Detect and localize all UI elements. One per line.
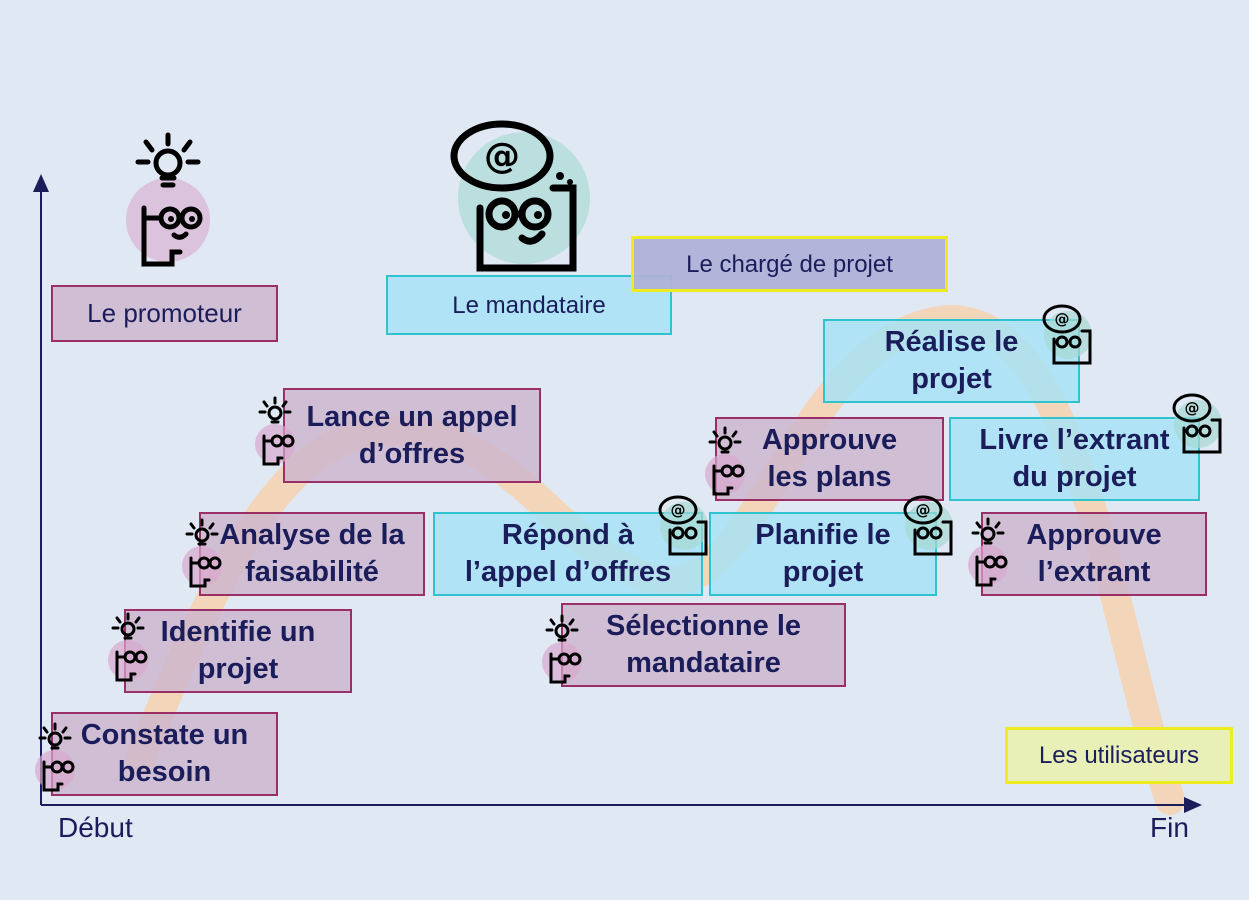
step-approuve-extrant: Approuve l’extrant <box>981 512 1207 596</box>
step-approuve-plans: Approuve les plans <box>715 417 944 501</box>
email-person-icon <box>658 495 710 556</box>
end-label: Fin <box>1150 812 1189 843</box>
email-person-icon <box>1172 393 1224 454</box>
idea-person-icon <box>703 426 747 496</box>
start-label: Début <box>58 812 133 843</box>
idea-person-icon <box>253 396 297 466</box>
role-promoter: Le promoteur <box>51 285 278 342</box>
step-repond-appel-offres: Répond à l’appel d’offres <box>433 512 703 596</box>
step-realise-projet: Réalise le projet <box>823 319 1080 403</box>
step-analyse-faisabilite: Analyse de la faisabilité <box>199 512 425 596</box>
step-livre-extrant: Livre l’extrant du projet <box>949 417 1200 501</box>
email-person-icon <box>903 495 955 556</box>
y-axis-arrow <box>33 174 49 192</box>
step-planifie-projet: Planifie le projet <box>709 512 937 596</box>
svg-text:@: @ <box>484 136 520 177</box>
idea-person-icon <box>106 612 150 682</box>
email-person-icon <box>1042 304 1094 365</box>
idea-person-icon <box>126 132 210 267</box>
idea-person-icon <box>540 614 584 684</box>
email-person-icon: @ <box>450 120 590 272</box>
idea-person-icon <box>966 517 1010 587</box>
step-identifie-projet: Identifie un projet <box>124 609 352 693</box>
role-users: Les utilisateurs <box>1005 727 1233 784</box>
idea-person-icon <box>33 722 77 792</box>
step-selectionne-mandataire: Sélectionne le mandataire <box>561 603 846 687</box>
idea-person-icon <box>180 518 224 588</box>
step-lance-appel-offres: Lance un appel d’offres <box>283 388 541 483</box>
step-constate-besoin: Constate un besoin <box>51 712 278 796</box>
role-project-manager: Le chargé de projet <box>631 236 948 292</box>
x-axis-arrow <box>1184 797 1202 813</box>
role-mandatary: Le mandataire <box>386 275 672 335</box>
